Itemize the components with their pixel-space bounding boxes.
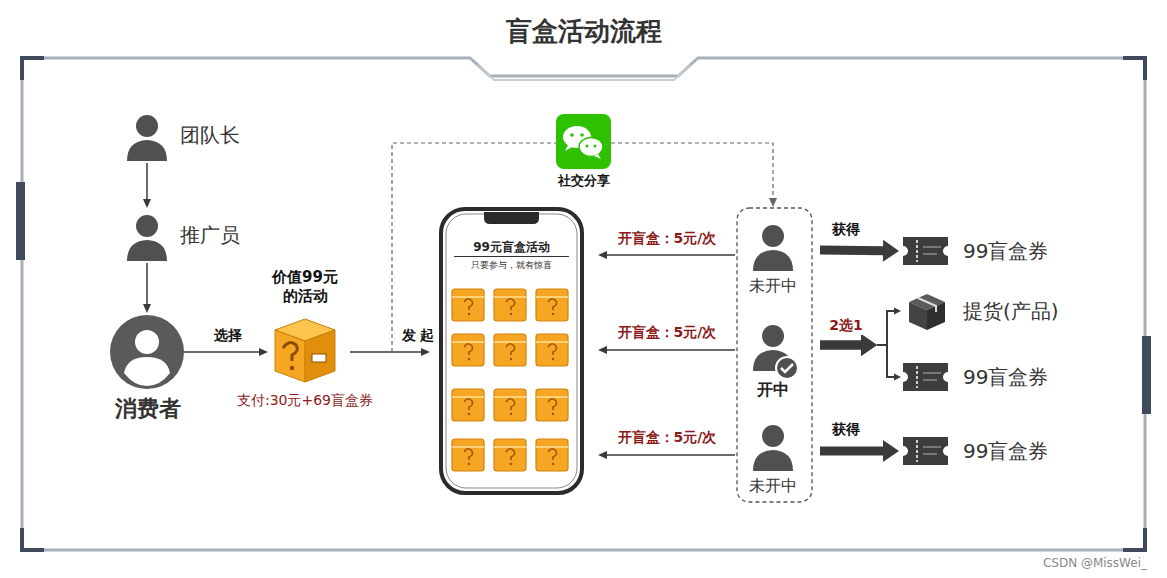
node-sublabel: 支付:30元+69盲盒券 bbox=[230, 392, 380, 410]
flow-connector bbox=[820, 240, 899, 262]
blind-box-item: 价值99元 的活动支付:30元+69盲盒券 bbox=[230, 268, 380, 416]
connector-line bbox=[146, 163, 148, 200]
connector-line bbox=[606, 454, 735, 456]
node-label: 价值99元 的活动 bbox=[268, 268, 342, 306]
arrow-head bbox=[143, 199, 151, 208]
title-tab bbox=[478, 64, 690, 80]
thick-arrow bbox=[820, 246, 884, 256]
coupon-reward: 99盲盒券 bbox=[903, 434, 1084, 468]
node-label: 团队长 bbox=[180, 123, 240, 148]
arrow-head bbox=[598, 451, 607, 459]
node-label: 开中 bbox=[741, 380, 805, 400]
thick-arrow bbox=[820, 341, 862, 350]
connector-line bbox=[606, 254, 735, 256]
phone-screen: 99元盲盒活动只要参与，就有惊喜 bbox=[440, 208, 583, 494]
edge-label: 获得 bbox=[830, 221, 862, 239]
node-label: 未开中 bbox=[741, 276, 805, 296]
bracket-line bbox=[877, 311, 895, 345]
coupon-reward: 99盲盒券 bbox=[903, 360, 1084, 394]
flow-connector bbox=[598, 346, 735, 354]
arrow-head bbox=[598, 251, 607, 259]
node-label: 99盲盒券 bbox=[963, 239, 1048, 264]
edge-label: 选择 bbox=[212, 327, 244, 345]
flow-connector bbox=[820, 308, 901, 357]
side-tab bbox=[16, 182, 25, 260]
outer-frame bbox=[22, 58, 1145, 550]
corner-accent bbox=[1123, 58, 1145, 80]
role-consumer: 消费者 bbox=[108, 313, 188, 423]
arrow-head bbox=[259, 348, 268, 356]
flow-connector bbox=[611, 143, 777, 207]
arrow-head bbox=[861, 334, 877, 356]
connector-line bbox=[606, 349, 735, 351]
edge-label: 开盲盒：5元/次 bbox=[616, 230, 719, 248]
bracket-line bbox=[877, 345, 895, 377]
participant: 未开中 bbox=[745, 218, 801, 296]
arrow-head bbox=[861, 334, 877, 356]
node-label: 推广员 bbox=[180, 223, 240, 248]
diagram-title: 盲盒活动流程 bbox=[0, 14, 1167, 49]
arrow-head bbox=[883, 440, 899, 462]
arrow-head bbox=[769, 198, 777, 207]
wechat-share: 社交分享 bbox=[544, 110, 624, 192]
flow-connector bbox=[598, 451, 735, 459]
participant: 未开中 bbox=[745, 418, 801, 496]
arrow-head bbox=[894, 308, 901, 315]
group-dashed-box bbox=[737, 208, 812, 502]
role-promoter: 推广员 bbox=[120, 208, 256, 263]
node-label: 社交分享 bbox=[540, 173, 628, 189]
role-team-leader: 团队长 bbox=[120, 108, 256, 163]
arrow-head bbox=[598, 346, 607, 354]
corner-accent bbox=[22, 58, 44, 80]
flow-connector bbox=[143, 263, 151, 313]
connector-line bbox=[146, 263, 148, 305]
node-label: 未开中 bbox=[741, 476, 805, 496]
coupon-reward: 99盲盒券 bbox=[903, 234, 1084, 268]
arrow-head bbox=[894, 374, 901, 381]
node-sublabel: 只要参与，就有惊喜 bbox=[446, 260, 577, 271]
edge-label: 发 起 bbox=[400, 327, 437, 345]
node-label: 99盲盒券 bbox=[963, 439, 1048, 464]
flow-connector bbox=[820, 440, 899, 462]
watermark: CSDN @MissWei_ bbox=[1043, 556, 1147, 570]
side-tab bbox=[1142, 336, 1151, 414]
connector-line bbox=[184, 351, 260, 353]
flow-connector bbox=[184, 348, 268, 356]
thick-arrow bbox=[820, 447, 884, 456]
node-label: 提货(产品) bbox=[963, 299, 1059, 324]
corner-accent bbox=[1123, 528, 1145, 550]
edge-label: 开盲盒：5元/次 bbox=[616, 429, 719, 447]
flow-connector bbox=[350, 348, 430, 356]
thick-arrow bbox=[820, 341, 862, 350]
product-reward: 提货(产品) bbox=[903, 292, 1099, 330]
dashed-connector bbox=[611, 143, 773, 199]
flow-connector bbox=[143, 163, 151, 208]
corner-accent bbox=[22, 528, 44, 550]
flow-connector bbox=[820, 334, 901, 381]
node-label: 99盲盒券 bbox=[963, 365, 1048, 390]
arrow-head bbox=[883, 240, 899, 262]
participant-winner: 开中 bbox=[745, 318, 801, 400]
node-label: 99元盲盒活动 bbox=[454, 240, 569, 257]
arrow-head bbox=[143, 304, 151, 313]
node-label: 消费者 bbox=[108, 395, 188, 423]
edge-label: 2选1 bbox=[827, 317, 864, 335]
flow-connector bbox=[598, 251, 735, 259]
edge-label: 获得 bbox=[830, 421, 862, 439]
arrow-head bbox=[421, 348, 430, 356]
edge-label: 开盲盒：5元/次 bbox=[616, 324, 719, 342]
